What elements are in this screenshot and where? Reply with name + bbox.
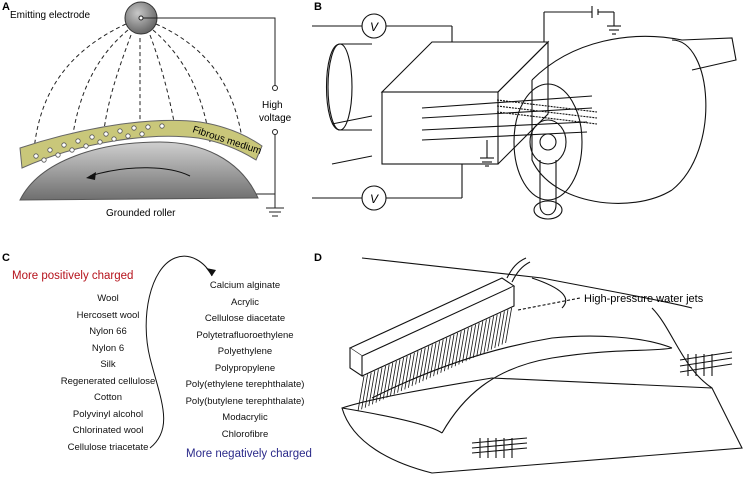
water-jet (372, 369, 379, 405)
water-jet (501, 309, 509, 345)
water-jet (393, 359, 401, 395)
water-jet (368, 370, 376, 407)
high-voltage-label-1: High (262, 100, 283, 111)
water-jets-label: High-pressure water jets (584, 293, 704, 305)
water-jet (400, 356, 408, 392)
emitting-electrode-label: Emitting electrode (10, 10, 90, 21)
positive-series-item: Silk (100, 359, 116, 370)
water-jet (426, 344, 433, 380)
water-jet (397, 357, 404, 393)
water-jet (465, 326, 473, 362)
positive-heading: More positively charged (12, 270, 134, 282)
panel-d-label: D (314, 252, 322, 264)
grounded-roller-label: Grounded roller (106, 208, 176, 219)
positive-series-item: Cotton (94, 392, 122, 403)
water-jet (379, 365, 386, 402)
water-jet (454, 331, 462, 367)
grounded-roller (19, 141, 259, 201)
water-jet (433, 341, 440, 377)
water-jet (490, 314, 498, 350)
water-jet (440, 337, 448, 373)
positive-series-item: Wool (97, 293, 119, 304)
water-jet (494, 312, 502, 348)
water-jet (408, 352, 415, 388)
negative-series-item: Poly(butylene terephthalate) (185, 395, 305, 407)
negative-series-item: Polytetrafluoroethylene (196, 329, 294, 341)
water-jet (462, 327, 469, 363)
water-jet (487, 316, 494, 352)
negative-series-item: Calcium alginate (209, 280, 281, 291)
hydroentanglement-diagram: High-pressure water jets (341, 257, 743, 474)
water-jet (382, 364, 390, 400)
fiber-charges (33, 123, 165, 163)
water-jet (505, 307, 512, 344)
water-jet (480, 319, 487, 355)
water-jet (429, 342, 437, 378)
positive-series-item: Cellulose triacetate (67, 441, 149, 453)
negative-series-item: Cellulose diacetate (204, 313, 286, 324)
water-jet (415, 349, 422, 385)
voltmeter-bottom-symbol: V (370, 192, 379, 206)
panel-d: D High-pressure water jets (312, 248, 750, 478)
positive-series-item: Nylon 6 (91, 342, 125, 354)
water-jet (361, 374, 368, 410)
panel-b: B (312, 0, 750, 230)
water-jet (364, 372, 372, 408)
series-connector-arrow (145, 255, 216, 449)
negative-series-item: Poly(ethylene terephthalate) (185, 379, 305, 390)
high-voltage-label-2: voltage (259, 113, 292, 124)
voltmeter-bottom: V (361, 185, 387, 211)
water-jet (418, 347, 426, 383)
water-jet (411, 351, 419, 387)
water-jet (422, 346, 430, 382)
negative-series-item: Acrylic (231, 296, 259, 308)
water-jet (390, 360, 397, 397)
panel-c-label: C (2, 252, 10, 264)
positive-series-item: Nylon 66 (89, 326, 127, 337)
water-jets (357, 307, 512, 412)
water-jet (386, 362, 394, 398)
electrostatic-charging-diagram: Emitting electrode High voltage Fibrous … (10, 1, 292, 219)
panel-a-label: A (2, 1, 10, 13)
voltmeter-top-symbol: V (370, 20, 379, 34)
water-jet (447, 334, 455, 370)
positive-series-item: Regenerated cellulose (60, 375, 156, 387)
triboelectric-apparatus-diagram: V V (312, 6, 737, 220)
negative-series-item: Chlorofibre (221, 428, 269, 440)
negative-series-item: Polypropylene (214, 362, 276, 374)
water-jet (404, 354, 412, 390)
water-jet (472, 322, 480, 358)
water-jet (476, 321, 484, 357)
water-jet (357, 375, 365, 412)
positive-series-item: Hercosett wool (76, 309, 140, 321)
negative-series-item: Polyethylene (217, 346, 273, 357)
positive-series-item: Polyvinyl alcohol (72, 408, 144, 420)
water-jet (436, 339, 444, 375)
water-jet (458, 329, 466, 365)
water-jet (483, 317, 491, 353)
water-jet (444, 336, 451, 372)
negative-heading: More negatively charged (186, 448, 312, 460)
voltmeter-top: V (361, 13, 387, 39)
water-jet (498, 311, 505, 347)
water-jet (469, 324, 476, 360)
negative-series-item: Modacrylic (222, 412, 268, 423)
water-jet (451, 332, 458, 368)
positive-series-item: Chlorinated wool (72, 425, 144, 436)
panel-b-label: B (314, 1, 322, 13)
water-jet (375, 367, 383, 403)
panel-a: A Emitting electrode (0, 0, 300, 230)
